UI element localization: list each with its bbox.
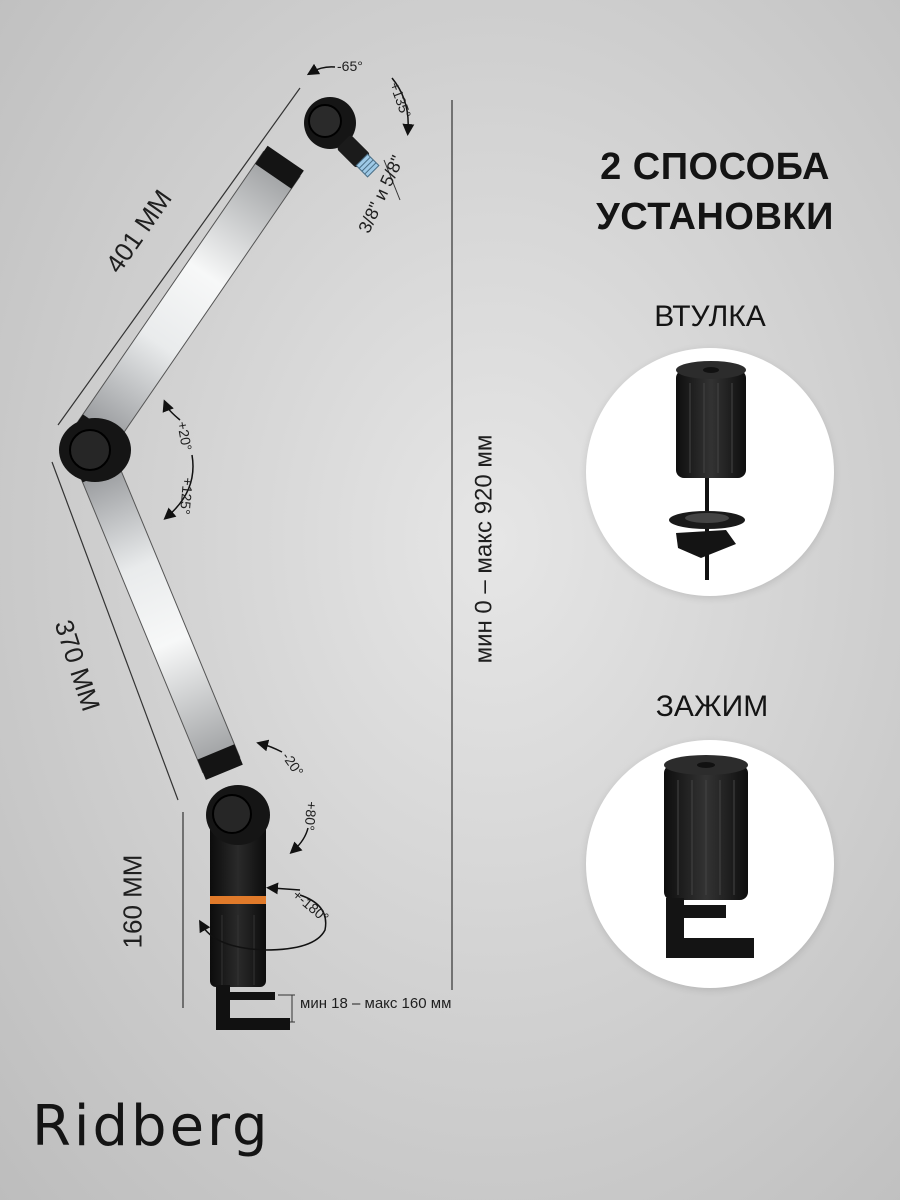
rotation-arrow-elbow-up (162, 399, 181, 421)
lower-arm-dimension-line (51, 461, 179, 801)
title-line-2: УСТАНОВКИ (596, 196, 834, 238)
grommet-mount-image (586, 348, 834, 596)
clamp-mount-icon (664, 755, 754, 958)
rotation-arrow-head-left (306, 63, 336, 76)
thread-dimension-line (383, 159, 401, 201)
method-label-clamp: ЗАЖИМ (655, 690, 769, 723)
head-joint (304, 97, 380, 178)
rotation-arrow-head-right (391, 77, 415, 136)
angle-head-left: -65° (337, 58, 363, 74)
upper-arm-dimension-line (57, 87, 301, 426)
orange-ring (210, 896, 266, 904)
elbow-joint (59, 418, 131, 482)
base-column (206, 785, 270, 987)
page-title: 2 СПОСОБА УСТАНОВКИ (560, 142, 870, 242)
table-clamp (216, 985, 290, 1030)
angle-base-down: +80° (301, 800, 320, 832)
lower-arm-tube (74, 446, 243, 780)
rotation-arrow-base-down (289, 827, 309, 855)
brand-logo: Ridberg (32, 1094, 271, 1159)
title-line-1: 2 СПОСОБА (600, 146, 830, 188)
rotation-arrow-elbow-down (163, 454, 194, 520)
rotation-arrow-base-up (256, 739, 283, 753)
clamp-range: мин 18 – макс 160 мм (300, 995, 452, 1012)
angle-elbow-down: +125° (176, 476, 197, 516)
upper-arm-tube (70, 145, 304, 458)
grommet-mount-icon (669, 361, 746, 580)
method-label-grommet: ВТУЛКА (654, 300, 766, 333)
height-range: мин 0 – макс 920 мм (470, 434, 498, 664)
base-height: 160 ММ (117, 854, 148, 949)
rotation-arrow-swivel (199, 894, 327, 951)
clamp-mount-image (586, 740, 834, 988)
